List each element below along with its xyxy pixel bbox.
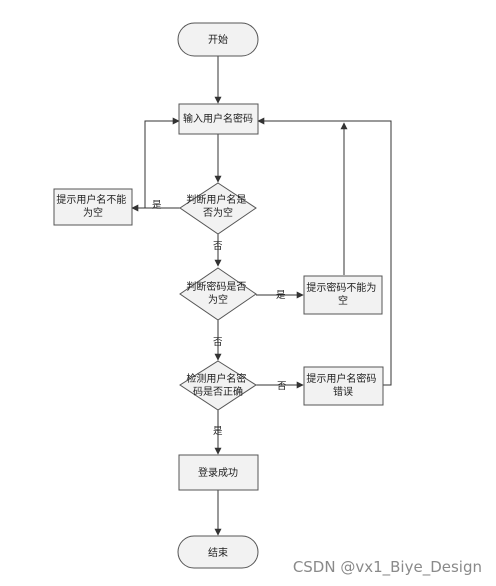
svg-text:检测用户名密 码是否正确: 检测用户名密 码是否正确 — [186, 372, 249, 398]
login-success-label: 登录成功 — [198, 466, 238, 479]
check-username-line1: 判断用户名是 — [186, 193, 246, 206]
check-username-empty-decision: 判断用户名是 否为空 — [179, 182, 257, 235]
connectors — [131, 56, 392, 536]
prompt-password-empty-box: 提示密码不能为 空 — [303, 275, 383, 315]
input-credentials-label: 输入用户名密码 — [183, 112, 253, 125]
check-password-line1: 判断密码是否 — [186, 280, 246, 293]
check-username-line2: 否为空 — [203, 206, 233, 219]
label-password-empty-yes: 是 — [276, 290, 286, 301]
prompt-password-line2: 空 — [338, 294, 348, 307]
prompt-error-line2: 错误 — [333, 385, 353, 398]
label-correct-yes: 是 — [213, 426, 223, 437]
svg-text:提示用户名不能 为空: 提示用户名不能 为空 — [56, 193, 129, 219]
start-label: 开始 — [208, 33, 228, 46]
end-label: 结束 — [208, 546, 228, 559]
svg-text:判断用户名是 否为空: 判断用户名是 否为空 — [186, 193, 249, 219]
svg-text:判断密码是否 为空: 判断密码是否 为空 — [186, 280, 249, 306]
prompt-username-line2: 为空 — [83, 206, 103, 219]
edge-prompt-error-back-to-input — [257, 117, 392, 386]
check-correct-line1: 检测用户名密 — [186, 372, 246, 385]
check-correct-line2: 码是否正确 — [193, 385, 243, 398]
start-terminal: 开始 — [177, 22, 259, 57]
check-password-line2: 为空 — [208, 293, 228, 306]
label-correct-no: 否 — [277, 381, 287, 392]
csdn-watermark: CSDN @vx1_Biye_Design — [292, 558, 482, 576]
prompt-password-line1: 提示密码不能为 — [306, 281, 376, 294]
login-success-box: 登录成功 — [178, 454, 259, 491]
check-credentials-correct-decision: 检测用户名密 码是否正确 — [179, 360, 257, 411]
prompt-credentials-error-box: 提示用户名密码 错误 — [303, 366, 384, 406]
svg-text:提示用户名密码 错误: 提示用户名密码 错误 — [306, 372, 379, 398]
prompt-error-line1: 提示用户名密码 — [306, 372, 376, 385]
prompt-username-empty-box: 提示用户名不能 为空 — [53, 188, 133, 226]
label-username-empty-yes: 是 — [152, 200, 162, 211]
end-terminal: 结束 — [177, 535, 259, 569]
svg-text:提示密码不能为 空: 提示密码不能为 空 — [306, 281, 379, 307]
label-username-empty-no: 否 — [213, 241, 223, 252]
prompt-username-line1: 提示用户名不能 — [56, 193, 126, 206]
label-password-empty-no: 否 — [213, 337, 223, 348]
input-credentials-box: 输入用户名密码 — [178, 103, 259, 135]
edge-prompt-username-back-to-input — [144, 117, 180, 208]
check-password-empty-decision: 判断密码是否 为空 — [179, 267, 257, 321]
